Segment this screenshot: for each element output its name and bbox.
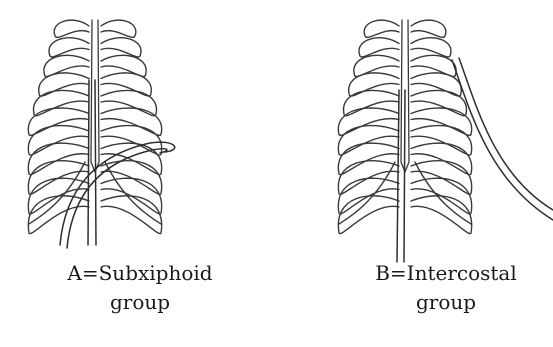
panel-a-rib-left-8 <box>28 143 89 175</box>
panel-b-rib-right-7 <box>411 126 472 155</box>
caption-b-line1: B=Intercostal <box>346 259 546 288</box>
panel-b-rib-right-2 <box>411 38 451 57</box>
panel-a-rib-right-11 <box>101 196 162 234</box>
panel-a-rib-right-2 <box>101 38 141 57</box>
panel-b-rib-left-1 <box>364 20 399 37</box>
panel-b-mediastinal-drain <box>397 90 399 262</box>
panel-b-rib-right-8 <box>411 143 472 175</box>
panel-b-rib-left-2 <box>359 38 399 57</box>
panel-b-intercostal-drain-wall <box>459 58 553 210</box>
caption-b-line2: group <box>346 288 546 317</box>
panel-a-rib-left-7 <box>28 126 89 155</box>
panel-b-rib-left-8 <box>338 143 399 175</box>
caption-a-line2: group <box>40 288 240 317</box>
panel-b-intercostal-drain <box>452 60 553 220</box>
panel-b-rib-right-1 <box>411 20 446 37</box>
caption-b: B=Intercostal group <box>346 259 546 317</box>
panel-a-rib-right-1 <box>101 20 136 37</box>
panel-b-rib-left-11 <box>338 196 399 234</box>
panel-b-rib-right-11 <box>411 196 472 234</box>
caption-a: A=Subxiphoid group <box>40 259 240 317</box>
caption-a-line1: A=Subxiphoid <box>40 259 240 288</box>
panel-a-mediastinal-drain-wall <box>95 80 96 245</box>
panel-a-rib-left-1 <box>54 20 89 37</box>
panel-a-mediastinal-drain <box>88 80 89 245</box>
panel-b-rib-left-7 <box>338 126 399 155</box>
panel-a-rib-left-2 <box>49 38 89 57</box>
panel-b-ribcage <box>338 20 553 262</box>
panel-a-ribcage <box>28 20 174 248</box>
panel-b-mediastinal-drain-wall <box>404 90 405 262</box>
